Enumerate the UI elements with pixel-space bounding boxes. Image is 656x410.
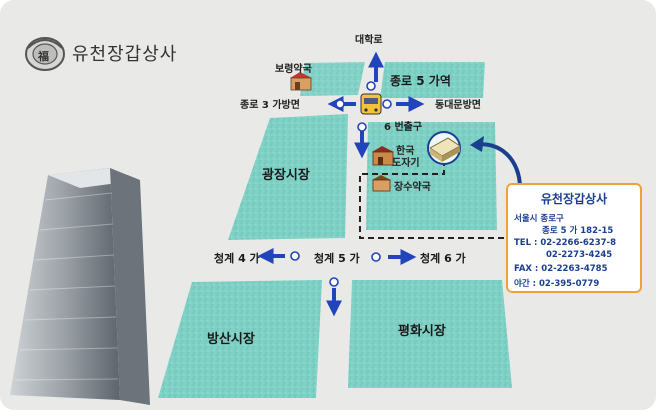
label-jongno3: 종로 3 가방면 xyxy=(240,100,300,111)
block-label-bangsan: 방산시장 xyxy=(207,332,255,347)
info-address-line2: 종로 5 가 182-15 xyxy=(542,226,614,236)
pharmacy-icon xyxy=(372,175,391,192)
street-cheonggye5: 청계 5 가 xyxy=(314,252,360,265)
brand-name: 유천장갑상사 xyxy=(72,44,178,65)
block-pyeonghwa xyxy=(348,280,512,388)
info-night: 야간 : 02-395-0779 xyxy=(514,279,600,289)
subway-train-icon xyxy=(360,93,382,115)
block-east xyxy=(366,122,497,230)
block-jongno5 xyxy=(380,62,485,98)
block-label-jongno5: 종로 5 가역 xyxy=(390,74,451,88)
label-university: 대학로 xyxy=(355,35,383,46)
label-jangsu: 장수약국 xyxy=(394,182,431,193)
store-info-card: 유천장갑상사 서울시 종로구 종로 5 가 182-15 TEL : 02-22… xyxy=(506,183,642,293)
block-label-gwangjang: 광장시장 xyxy=(262,168,310,183)
street-cheonggye6: 청계 6 가 xyxy=(420,252,466,265)
seal-logo-icon xyxy=(25,37,65,71)
walking-route xyxy=(359,160,512,239)
info-fax: FAX : 02-2263-4785 xyxy=(514,264,608,274)
info-tel2: 02-2273-4245 xyxy=(546,250,613,260)
block-bangsan xyxy=(158,280,322,398)
shop-icon xyxy=(372,146,394,166)
street-cheonggye4: 청계 4 가 xyxy=(214,252,260,265)
block-boryeong xyxy=(300,62,365,96)
label-exit6: 6 번출구 xyxy=(384,122,423,133)
seal-text: 福 xyxy=(38,50,49,63)
block-gwangjang xyxy=(228,114,348,240)
block-label-pyeonghwa: 평화시장 xyxy=(398,324,446,339)
info-title: 유천장갑상사 xyxy=(540,192,608,206)
label-dongdaemun: 동대문방면 xyxy=(435,100,481,111)
label-hanguk-1: 한국 xyxy=(396,146,415,157)
info-tel1: TEL : 02-2266-6237-8 xyxy=(514,238,616,248)
pharmacy-icon xyxy=(290,72,312,91)
store-target-icon xyxy=(427,131,461,165)
label-boryeong: 보령약국 xyxy=(275,64,312,75)
label-hanguk-2: 도자기 xyxy=(392,158,420,169)
info-address-line1: 서울시 종로구 xyxy=(514,214,564,224)
station-markers xyxy=(290,81,392,287)
brand-logo: 福 유천장갑상사 xyxy=(22,30,222,74)
building-icon xyxy=(10,168,150,405)
direction-arrows xyxy=(257,51,425,317)
